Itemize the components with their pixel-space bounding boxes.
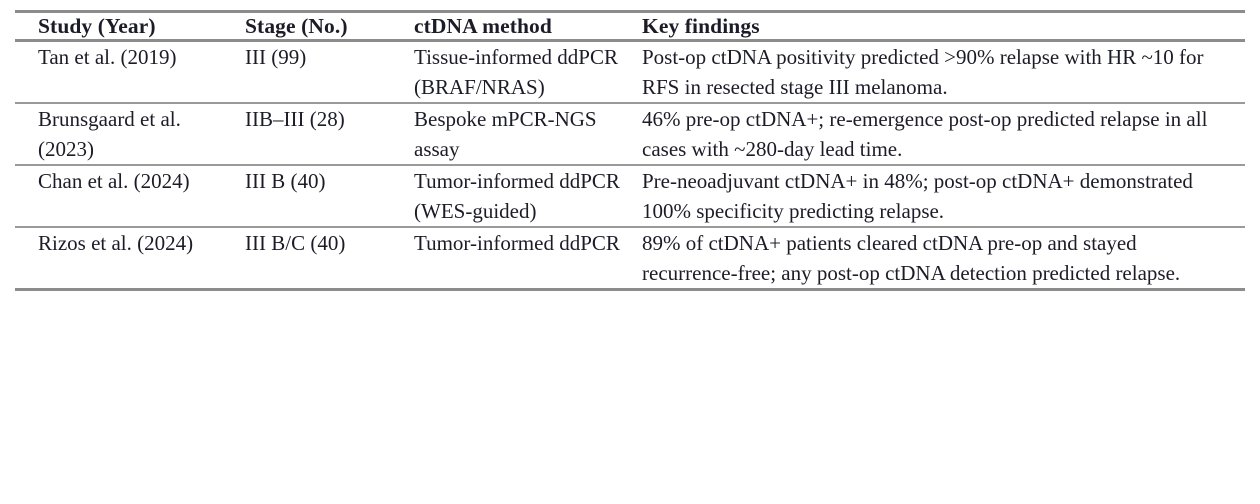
table-header-rule — [15, 39, 1245, 42]
cell-key-findings-text: Post-op ctDNA positivity predicted >90% … — [642, 45, 1204, 99]
row-rule-line — [15, 226, 1245, 228]
cell-stage-text: III B/C (40) — [245, 231, 346, 255]
column-header-stage: Stage (No.) — [245, 13, 414, 39]
cell-study: Brunsgaard et al. (2023) — [15, 104, 245, 164]
cell-study: Rizos et al. (2024) — [15, 228, 245, 288]
cell-study: Tan et al. (2019) — [15, 42, 245, 102]
table-bottom-rule — [15, 288, 1245, 291]
cell-key-findings-text: Pre-neoadjuvant ctDNA+ in 48%; post-op c… — [642, 169, 1193, 223]
row-separator-rule — [15, 164, 1245, 166]
cell-key-findings: Post-op ctDNA positivity predicted >90% … — [642, 42, 1245, 102]
cell-key-findings-text: 46% pre-op ctDNA+; re-emergence post-op … — [642, 107, 1208, 161]
row-rule-line — [15, 102, 1245, 104]
column-header-key-findings-label: Key findings — [642, 14, 760, 38]
cell-stage: III B/C (40) — [245, 228, 414, 288]
cell-key-findings: 46% pre-op ctDNA+; re-emergence post-op … — [642, 104, 1245, 164]
cell-stage-text: IIB–III (28) — [245, 107, 345, 131]
cell-stage: III B (40) — [245, 166, 414, 226]
table-body: Tan et al. (2019) III (99) Tissue-inform… — [15, 42, 1245, 291]
ctdna-studies-table-container: Study (Year) Stage (No.) ctDNA method Ke… — [15, 10, 1245, 291]
column-header-key-findings: Key findings — [642, 13, 1245, 39]
bottom-rule-line — [15, 288, 1245, 291]
cell-study: Chan et al. (2024) — [15, 166, 245, 226]
cell-ctdna-method-text: Tumor-informed ddPCR (WES-guided) — [414, 169, 620, 223]
cell-ctdna-method-text: Tumor-informed ddPCR — [414, 231, 620, 255]
table-row: Brunsgaard et al. (2023) IIB–III (28) Be… — [15, 104, 1245, 164]
cell-ctdna-method: Bespoke mPCR-NGS assay — [414, 104, 642, 164]
table-row: Chan et al. (2024) III B (40) Tumor-info… — [15, 166, 1245, 226]
column-header-ctdna-method-label: ctDNA method — [414, 14, 552, 38]
row-rule-line — [15, 164, 1245, 166]
cell-stage-text: III (99) — [245, 45, 307, 69]
cell-key-findings: Pre-neoadjuvant ctDNA+ in 48%; post-op c… — [642, 166, 1245, 226]
row-separator-rule — [15, 102, 1245, 104]
column-header-ctdna-method: ctDNA method — [414, 13, 642, 39]
cell-ctdna-method: Tumor-informed ddPCR — [414, 228, 642, 288]
cell-ctdna-method: Tissue-informed ddPCR (BRAF/NRAS) — [414, 42, 642, 102]
top-rule-line — [15, 10, 1245, 13]
cell-study-text: Chan et al. (2024) — [38, 169, 190, 193]
cell-stage: III (99) — [245, 42, 414, 102]
cell-study-text: Tan et al. (2019) — [38, 45, 177, 69]
table-row: Rizos et al. (2024) III B/C (40) Tumor-i… — [15, 228, 1245, 288]
table-row: Tan et al. (2019) III (99) Tissue-inform… — [15, 42, 1245, 102]
table-header: Study (Year) Stage (No.) ctDNA method Ke… — [15, 10, 1245, 42]
ctdna-studies-table: Study (Year) Stage (No.) ctDNA method Ke… — [15, 10, 1245, 291]
cell-ctdna-method: Tumor-informed ddPCR (WES-guided) — [414, 166, 642, 226]
cell-key-findings-text: 89% of ctDNA+ patients cleared ctDNA pre… — [642, 231, 1181, 285]
cell-study-text: Brunsgaard et al. (2023) — [38, 107, 181, 161]
cell-study-text: Rizos et al. (2024) — [38, 231, 194, 255]
column-header-stage-label: Stage (No.) — [245, 14, 348, 38]
header-rule-line — [15, 39, 1245, 42]
cell-stage-text: III B (40) — [245, 169, 326, 193]
column-header-study: Study (Year) — [15, 13, 245, 39]
header-row: Study (Year) Stage (No.) ctDNA method Ke… — [15, 13, 1245, 39]
cell-ctdna-method-text: Tissue-informed ddPCR (BRAF/NRAS) — [414, 45, 619, 99]
row-separator-rule — [15, 226, 1245, 228]
table-top-rule — [15, 10, 1245, 13]
cell-key-findings: 89% of ctDNA+ patients cleared ctDNA pre… — [642, 228, 1245, 288]
cell-ctdna-method-text: Bespoke mPCR-NGS assay — [414, 107, 597, 161]
cell-stage: IIB–III (28) — [245, 104, 414, 164]
column-header-study-label: Study (Year) — [38, 14, 156, 38]
